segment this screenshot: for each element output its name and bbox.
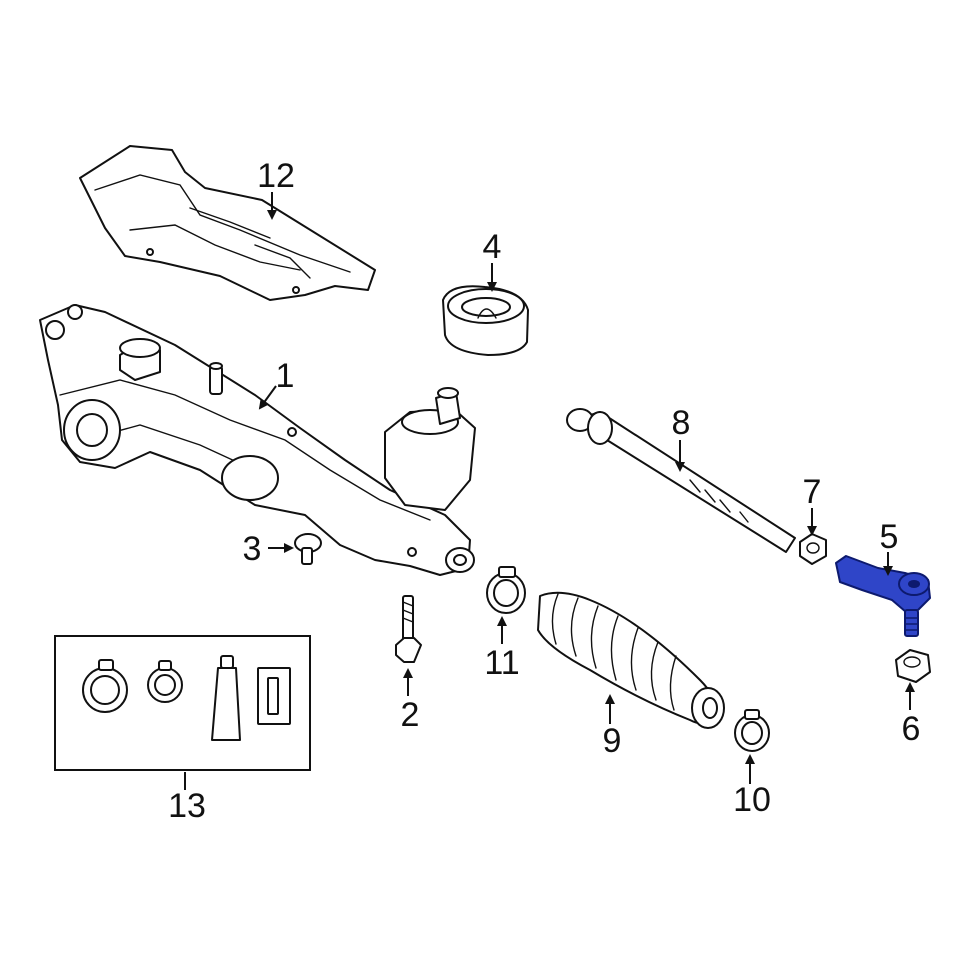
part-2-long-bolt[interactable] [395, 595, 422, 663]
callout-8: 8 [672, 404, 691, 442]
part-6-nut[interactable] [895, 649, 931, 683]
callout-4: 4 [483, 228, 502, 266]
part-13-kit[interactable] [54, 635, 311, 771]
callout-arrows [184, 192, 915, 790]
part-9-boot[interactable] [537, 591, 725, 729]
part-4-mount-bushing[interactable] [442, 285, 529, 356]
callout-12: 12 [257, 157, 295, 195]
part-3-bolt[interactable] [294, 533, 322, 565]
part-10-clamp[interactable] [734, 709, 770, 752]
callout-6: 6 [902, 710, 921, 748]
part-7-jam-nut[interactable] [799, 533, 827, 565]
part-12-heat-shield[interactable] [79, 145, 376, 301]
callout-1: 1 [276, 357, 295, 395]
callout-9: 9 [603, 722, 622, 760]
part-8-inner-tie-rod[interactable] [566, 408, 796, 553]
callout-10: 10 [733, 781, 771, 819]
callout-5: 5 [880, 518, 899, 556]
part-5-outer-tie-rod-end[interactable] [835, 555, 931, 637]
callout-7: 7 [803, 473, 822, 511]
callout-2: 2 [401, 696, 420, 734]
part-1-steering-gear[interactable] [39, 304, 476, 576]
part-11-clamp[interactable] [486, 566, 526, 614]
callout-13: 13 [168, 787, 206, 825]
callout-3: 3 [243, 530, 262, 568]
callout-11: 11 [484, 644, 519, 682]
